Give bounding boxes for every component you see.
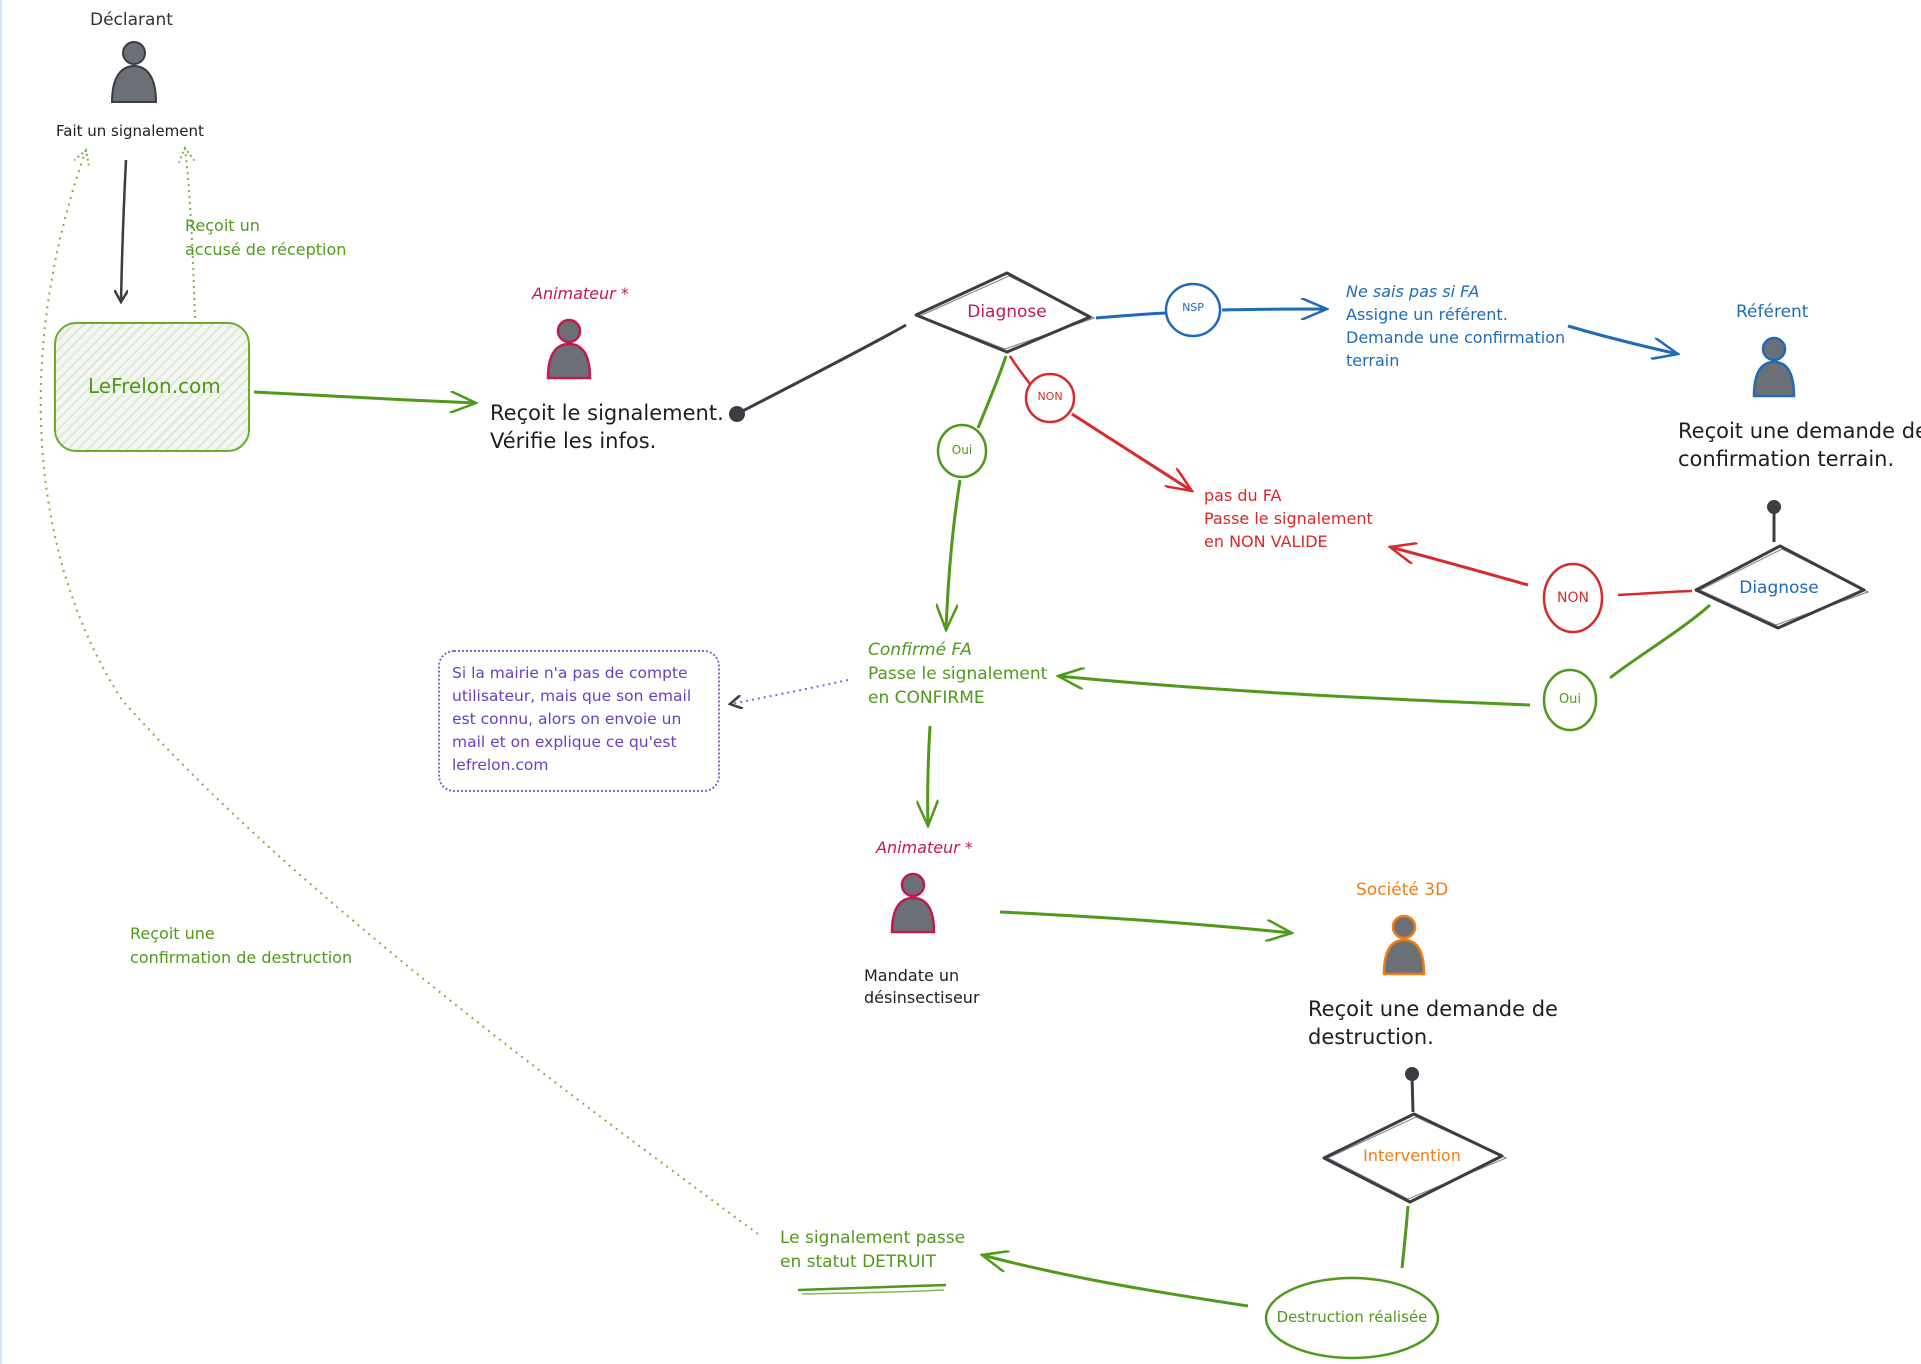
destruction-label: Destruction réalisée — [1276, 1308, 1428, 1326]
non-circle-2 — [1542, 562, 1604, 634]
animateur-2-action-line-1: Mandate un — [864, 966, 960, 985]
animateur-1-action-line-1: Reçoit le signalement. — [490, 401, 724, 425]
oui-label-1: Oui — [951, 443, 973, 457]
arrow-site-to-animateur — [253, 390, 476, 403]
non-outcome-line-2: Passe le signalement — [1204, 509, 1373, 528]
site-name: LeFrelon.com — [88, 374, 221, 398]
receipt-line-2: accusé de réception — [185, 240, 347, 259]
nsp-outcome-line-4: terrain — [1346, 351, 1400, 370]
animateur-1-person-icon — [546, 318, 592, 380]
nsp-circle — [1164, 282, 1222, 338]
arrow-oui2-to-confirmed — [1058, 676, 1531, 707]
non-circle-1 — [1024, 372, 1076, 424]
nsp-outcome-line-1: Ne sais pas si FA — [1346, 282, 1480, 301]
animateur-1-role: Animateur * — [532, 284, 629, 303]
non-label-2: NON — [1557, 590, 1589, 606]
note-line-1: Si la mairie n'a pas de compte — [452, 664, 688, 682]
societe-action-line-1: Reçoit une demande de — [1308, 997, 1558, 1021]
confirmed-line-2: Passe le signalement — [868, 664, 1048, 684]
link-animateur-to-diagnose — [736, 323, 907, 416]
non-label-1: NON — [1037, 390, 1063, 403]
animateur-2-person-icon — [890, 872, 936, 934]
referent-role: Référent — [1736, 302, 1809, 322]
intervention-label: Intervention — [1363, 1146, 1461, 1165]
confirmed-line-3: en CONFIRME — [868, 688, 985, 708]
note-line-2: utilisateur, mais que son email — [452, 687, 692, 705]
destruction-ellipse — [1264, 1276, 1440, 1360]
receipt-line-1: Reçoit un — [185, 216, 260, 235]
oui-circle-2 — [1542, 668, 1598, 732]
nsp-outcome-line-2: Assigne un référent. — [1346, 305, 1508, 324]
mairie-note-box — [438, 650, 720, 792]
arrow-nsp-to-outcome — [1221, 309, 1327, 310]
societe-person-icon — [1382, 914, 1426, 976]
arrow-animateur-2-to-societe — [999, 910, 1292, 933]
societe-role: Société 3D — [1356, 880, 1449, 900]
note-line-5: lefrelon.com — [452, 756, 549, 774]
nsp-label: NSP — [1182, 301, 1204, 314]
declarant-action: Fait un signalement — [56, 122, 204, 140]
note-line-3: est connu, alors on envoie un — [452, 710, 682, 728]
oui-circle-1 — [936, 423, 988, 479]
arrow-confirmed-to-animateur-2 — [928, 725, 930, 826]
note-line-4: mail et on explique ce qu'est — [452, 733, 677, 751]
referent-action-line-1: Reçoit une demande de — [1678, 419, 1921, 443]
arrow-oui-to-confirmed — [946, 479, 962, 630]
connector-dot — [729, 406, 745, 422]
diagnose-2-label: Diagnose — [1739, 578, 1819, 598]
arrow-site-to-declarant-receipt — [185, 148, 195, 319]
declarant-role: Déclarant — [90, 10, 173, 30]
animateur-2-role: Animateur * — [876, 838, 973, 857]
animateur-1-action-line-2: Vérifie les infos. — [490, 429, 657, 453]
detruit-line-1: Le signalement passe — [780, 1228, 966, 1248]
nsp-outcome-line-3: Demande une confirmation — [1346, 328, 1566, 347]
referent-action-line-2: confirmation terrain. — [1678, 447, 1895, 471]
detruit-line-2: en statut DETRUIT — [780, 1252, 936, 1272]
arrow-nsp-outcome-to-referent — [1567, 324, 1678, 354]
animateur-2-action-line-2: désinsectiseur — [864, 988, 980, 1007]
arrow-detruit-to-declarant — [39, 150, 759, 1235]
arrow-confirmed-to-note — [730, 679, 849, 704]
destruction-confirmation-line-2: confirmation de destruction — [130, 948, 353, 967]
destruction-confirmation-line-1: Reçoit une — [130, 924, 215, 943]
oui-label-2: Oui — [1558, 692, 1582, 707]
confirmed-line-1: Confirmé FA — [868, 640, 972, 660]
lefrelon-site-box[interactable] — [54, 322, 250, 452]
arrow-destruction-to-detruit — [982, 1255, 1249, 1308]
non-outcome-line-1: pas du FA — [1204, 486, 1282, 505]
declarant-person-icon — [110, 41, 158, 103]
referent-person-icon — [1752, 336, 1796, 398]
diagnose-1-label: Diagnose — [967, 302, 1047, 322]
arrow-non2-to-invalid — [1390, 547, 1529, 587]
arrow-declarant-to-site — [121, 159, 126, 302]
non-outcome-line-3: en NON VALIDE — [1204, 532, 1328, 551]
societe-action-line-2: destruction. — [1308, 1025, 1434, 1049]
arrow-non-to-invalid — [1071, 412, 1192, 491]
